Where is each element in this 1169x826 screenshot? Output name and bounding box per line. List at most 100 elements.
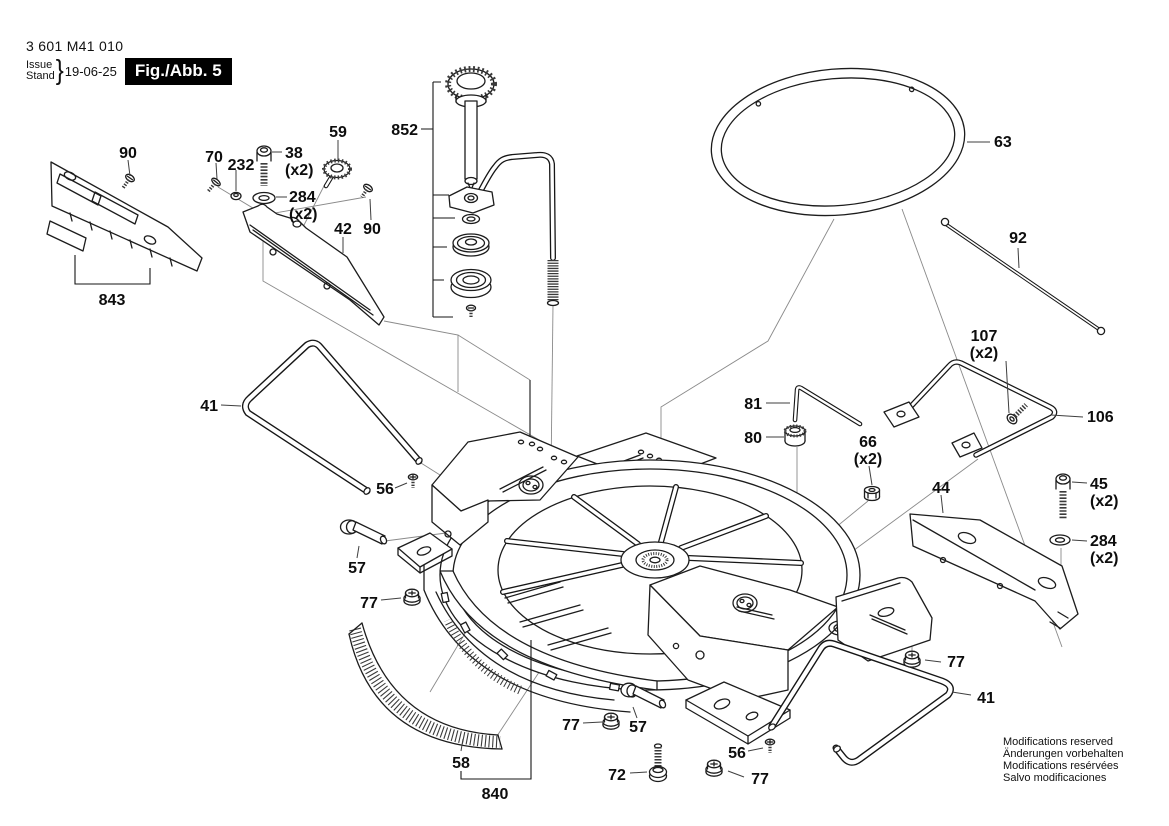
- part-label-66-qty: (x2): [854, 451, 882, 468]
- bolt-57-center: [620, 682, 667, 709]
- part-label-77d: 77: [947, 654, 965, 671]
- part-label-56a: 56: [376, 481, 394, 498]
- note-en: Modifications reserved: [1003, 736, 1114, 748]
- right-extension-plate: [835, 576, 933, 662]
- turntable-spokes: [500, 484, 804, 595]
- issue-date: 19-06-25: [64, 63, 117, 79]
- part-label-284b: 284: [1090, 533, 1117, 550]
- washer: [461, 213, 481, 225]
- miter-scale-58: [348, 622, 503, 750]
- fence-plate-42: [242, 203, 385, 326]
- part-label-840: 840: [482, 786, 509, 803]
- part-label-90a: 90: [119, 145, 137, 162]
- bolt-72: [648, 743, 668, 783]
- detent-notches: [440, 591, 621, 692]
- part-label-38-qty: (x2): [285, 162, 313, 179]
- nut-77-c: [705, 759, 723, 777]
- part-label-107-qty: (x2): [970, 345, 998, 362]
- leader-lines: [127, 140, 1088, 778]
- thumb-knob-59: [322, 158, 352, 189]
- part-label-70: 70: [205, 149, 223, 166]
- part-label-44: 44: [932, 480, 950, 497]
- extension-tube-41-left: [241, 339, 423, 495]
- fence-plate-843: [46, 161, 203, 272]
- bolt-57-left: [339, 519, 388, 545]
- left-arm-block: [431, 431, 579, 546]
- group-brackets: [74, 81, 532, 780]
- part-label-72: 72: [608, 767, 626, 784]
- part-label-92: 92: [1009, 230, 1027, 247]
- part-label-41b: 41: [977, 690, 995, 707]
- kerf-insert-strip: [46, 220, 87, 252]
- part-label-284a: 284: [289, 189, 316, 206]
- part-label-77a: 77: [360, 595, 378, 612]
- stand-label: Stand: [26, 70, 55, 82]
- base-housing: [423, 559, 631, 713]
- drawing-header: 3 601 M41 010 Issue Stand } 19-06-25 Fig…: [26, 38, 232, 86]
- part-label-107: 107: [971, 328, 998, 345]
- part-label-42: 42: [334, 221, 352, 238]
- blade-guard-ring-63: [710, 67, 966, 217]
- part-label-57a: 57: [348, 560, 366, 577]
- part-label-59: 59: [329, 124, 347, 141]
- screw-90-right: [360, 183, 373, 198]
- part-label-81: 81: [744, 396, 762, 413]
- nut-232: [230, 191, 242, 201]
- part-labels: 90 843 70 232 38 (x2) 284 (x2) 59 42 90 …: [99, 122, 1119, 803]
- left-mounting-foot: [397, 532, 453, 574]
- turntable-front-rim: [439, 570, 658, 692]
- nut-77-d: [903, 650, 921, 668]
- issue-label: Issue: [26, 59, 53, 71]
- bolt-45: [1055, 473, 1071, 519]
- extension-tube-41-right: [768, 639, 954, 766]
- hex-key-81: [792, 385, 863, 427]
- screw-56-left: [407, 473, 419, 488]
- nut-66: [863, 485, 881, 502]
- part-label-77b: 77: [562, 717, 580, 734]
- part-label-45: 45: [1090, 476, 1108, 493]
- brace-glyph: }: [55, 54, 64, 86]
- type-number: 3 601 M41 010: [26, 38, 124, 54]
- turntable-hub: [620, 541, 690, 579]
- issue-stand-labels: Issue Stand: [26, 60, 55, 82]
- washer-284-left: [252, 191, 276, 205]
- clamp-assembly-852: [445, 66, 560, 318]
- brand-emblem: [518, 475, 544, 495]
- part-label-66: 66: [859, 434, 877, 451]
- washer-284-right: [1049, 534, 1071, 546]
- part-label-852: 852: [391, 122, 418, 139]
- cap-80: [783, 424, 807, 447]
- part-label-843: 843: [99, 292, 126, 309]
- right-arm-block: [647, 565, 852, 701]
- part-label-56b: 56: [728, 745, 746, 762]
- right-mounting-foot: [685, 681, 791, 745]
- part-label-284b-qty: (x2): [1090, 550, 1118, 567]
- part-label-58: 58: [452, 755, 470, 772]
- part-label-41a: 41: [200, 398, 218, 415]
- part-label-106: 106: [1087, 409, 1114, 426]
- bolt-38: [256, 145, 272, 186]
- figure-badge: Fig./Abb. 5: [124, 57, 232, 85]
- fence-plate-44: [909, 513, 1079, 630]
- link-rod-92: [940, 217, 1106, 336]
- nut-77-b: [602, 712, 620, 730]
- part-label-57b: 57: [629, 719, 647, 736]
- clamp-screw: [465, 304, 477, 318]
- part-label-77c: 77: [751, 771, 769, 788]
- screw-70: [206, 177, 221, 194]
- part-label-80: 80: [744, 430, 762, 447]
- part-label-284a-qty: (x2): [289, 206, 317, 223]
- part-label-90b: 90: [363, 221, 381, 238]
- note-de: Änderungen vorbehalten: [1003, 748, 1124, 760]
- note-fr: Modifications resérvées: [1003, 760, 1119, 772]
- part-label-63: 63: [994, 134, 1012, 151]
- note-es: Salvo modificaciones: [1003, 772, 1107, 784]
- support-bracket-106: [883, 359, 1058, 458]
- screw-90-left: [121, 173, 135, 189]
- bolt-107: [1006, 403, 1028, 425]
- part-label-232: 232: [228, 157, 255, 174]
- part-label-45-qty: (x2): [1090, 493, 1118, 510]
- part-label-38: 38: [285, 145, 303, 162]
